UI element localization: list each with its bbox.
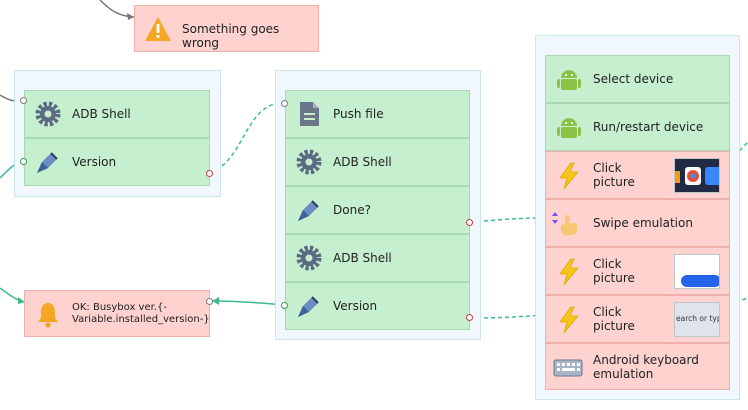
input-port[interactable]	[20, 158, 27, 165]
link-to-error	[99, 0, 135, 18]
group3-node-select-device[interactable]: Select device	[545, 55, 730, 103]
node-label: ADB Shell	[333, 155, 392, 169]
android-icon	[554, 65, 584, 95]
output-port[interactable]	[206, 170, 213, 177]
node-label: Push file	[333, 107, 384, 121]
arrowhead-ok	[212, 297, 219, 305]
swipe-hand-icon	[552, 209, 582, 239]
output-port[interactable]	[206, 298, 213, 305]
lightning-icon	[554, 257, 584, 287]
group3-node-click-picture-3[interactable]: Click picture earch or type U	[545, 295, 730, 343]
error-node-label: Something goes wrong	[182, 22, 280, 50]
group3-node-swipe[interactable]: Swipe emulation	[545, 199, 730, 247]
ok-node[interactable]: OK: Busybox ver.{- Variable.installed_ve…	[24, 290, 210, 337]
node-label: Run/restart device	[593, 120, 704, 134]
node-label-line1: Click	[593, 161, 622, 175]
output-port[interactable]	[466, 219, 473, 226]
node-label-line1: Click	[593, 257, 622, 271]
ok-node-line2: Variable.installed_version-}	[72, 314, 210, 325]
arrowhead-error	[127, 13, 134, 20]
group2-node-push-file[interactable]: Push file	[285, 90, 470, 138]
blue-button-thumbnail	[674, 254, 720, 289]
lightning-icon	[554, 161, 584, 191]
node-label: ADB Shell	[72, 107, 131, 121]
link-version-out	[469, 314, 545, 319]
input-port[interactable]	[20, 97, 27, 104]
group2-node-version[interactable]: Version	[285, 282, 470, 330]
file-icon	[294, 99, 324, 129]
group2-node-adb-shell[interactable]: ADB Shell	[285, 138, 470, 186]
group1-node-adb-shell[interactable]: ADB Shell	[24, 90, 210, 138]
input-port[interactable]	[281, 100, 288, 107]
input-port[interactable]	[281, 302, 288, 309]
node-label-line2: picture	[593, 319, 635, 333]
output-port[interactable]	[466, 314, 473, 321]
gear-icon	[33, 99, 63, 129]
node-label-line2: emulation	[593, 367, 654, 381]
group3-node-click-picture-2[interactable]: Click picture	[545, 247, 730, 295]
link-done-out	[469, 217, 545, 223]
node-label: Version	[72, 155, 117, 169]
node-label-line1: Click	[593, 305, 622, 319]
group2-node-adb-shell-2[interactable]: ADB Shell	[285, 234, 470, 282]
node-label: Select device	[593, 72, 674, 86]
app-icons-thumbnail	[674, 158, 720, 193]
android-icon	[554, 113, 584, 143]
group3-node-keyboard[interactable]: Android keyboard emulation	[545, 343, 730, 390]
node-label-line2: picture	[593, 271, 635, 285]
link-ok-in	[0, 287, 25, 303]
node-label: Swipe emulation	[593, 216, 693, 230]
lightning-icon	[554, 305, 584, 335]
pen-icon	[294, 291, 324, 321]
keyboard-icon	[553, 353, 583, 383]
ok-node-line1: OK: Busybox ver.{-	[72, 302, 167, 313]
gear-icon	[294, 243, 324, 273]
node-label: Done?	[333, 203, 371, 217]
pen-icon	[294, 195, 324, 225]
gear-icon	[294, 147, 324, 177]
node-label: ADB Shell	[333, 251, 392, 265]
thumbnail-text: earch or type U	[676, 314, 719, 323]
pen-icon	[33, 147, 63, 177]
group3-node-click-picture-1[interactable]: Click picture	[545, 151, 730, 199]
group3-node-run-restart[interactable]: Run/restart device	[545, 103, 730, 151]
warning-icon	[143, 14, 173, 44]
node-label-line2: picture	[593, 175, 635, 189]
node-label: Version	[333, 299, 378, 313]
search-field-thumbnail: earch or type U	[674, 302, 720, 337]
group2-node-done[interactable]: Done?	[285, 186, 470, 234]
group1-node-version[interactable]: Version	[24, 138, 210, 186]
bell-icon	[33, 299, 63, 329]
node-label-line1: Android keyboard	[593, 353, 699, 367]
error-node[interactable]: Something goes wrong	[134, 5, 319, 52]
